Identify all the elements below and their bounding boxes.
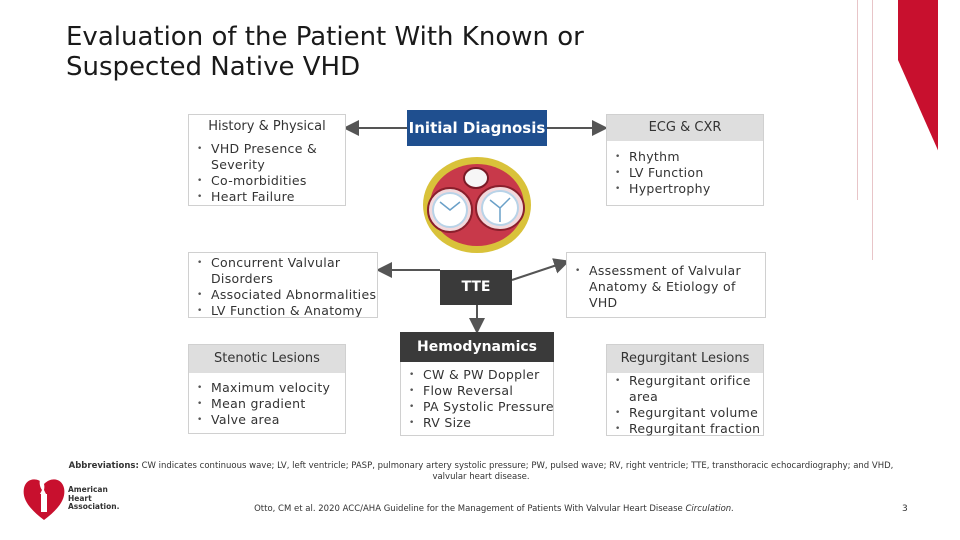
- history-physical-box: History & Physical VHD Presence & Severi…: [188, 114, 346, 206]
- heart-torch-icon: [23, 474, 65, 520]
- abbreviations-note: Abbreviations: CW indicates continuous w…: [66, 461, 896, 483]
- stenotic-list: Maximum velocity Mean gradient Valve are…: [191, 380, 351, 428]
- assessment-box: Assessment of Valvular Anatomy & Etiolog…: [566, 252, 766, 318]
- abbreviations-label: Abbreviations:: [68, 461, 139, 471]
- assessment-list: Assessment of Valvular Anatomy & Etiolog…: [569, 263, 759, 311]
- list-item: VHD Presence & Severity: [197, 141, 351, 173]
- aha-logo: American Heart Association.: [22, 470, 132, 522]
- citation-journal: Circulation.: [685, 504, 734, 514]
- list-item: Concurrent Valvular Disorders: [197, 255, 377, 287]
- history-list: VHD Presence & Severity Co-morbidities H…: [191, 141, 351, 205]
- list-item: LV Function: [615, 165, 769, 181]
- stenotic-lesions-box: Stenotic Lesions Maximum velocity Mean g…: [188, 344, 346, 434]
- list-item: Flow Reversal: [409, 383, 573, 399]
- concurrent-list: Concurrent Valvular Disorders Associated…: [191, 255, 377, 317]
- logo-line: American: [68, 485, 108, 494]
- list-item: Valve area: [197, 412, 351, 428]
- list-item: Rhythm: [615, 149, 769, 165]
- logo-line: Heart: [68, 493, 92, 503]
- heart-valve-illustration: [423, 157, 531, 253]
- regurgitant-list: Regurgitant orifice area Regurgitant vol…: [609, 373, 775, 437]
- decorative-line: [872, 0, 873, 260]
- list-item: Associated Abnormalities: [197, 287, 377, 303]
- list-item: Co-morbidities: [197, 173, 351, 189]
- list-item: Regurgitant volume: [615, 405, 775, 421]
- list-item: Hypertrophy: [615, 181, 769, 197]
- abbreviations-text: CW indicates continuous wave; LV, left v…: [141, 461, 894, 482]
- list-item: PA Systolic Pressure: [409, 399, 573, 415]
- regurgitant-lesions-box: Regurgitant Lesions Regurgitant orifice …: [606, 344, 764, 437]
- citation: Otto, CM et al. 2020 ACC/AHA Guideline f…: [234, 504, 754, 514]
- list-item: Assessment of Valvular Anatomy & Etiolog…: [575, 263, 759, 311]
- ecg-cxr-box: ECG & CXR Rhythm LV Function Hypertrophy: [606, 114, 764, 206]
- list-item: Regurgitant orifice area: [615, 373, 775, 405]
- concurrent-valvular-box: Concurrent Valvular Disorders Associated…: [188, 252, 378, 318]
- citation-text: Otto, CM et al. 2020 ACC/AHA Guideline f…: [254, 504, 683, 514]
- initial-diagnosis-box: Initial Diagnosis: [407, 110, 547, 146]
- page-number: 3: [902, 504, 908, 514]
- hemodynamics-box: Hemodynamics CW & PW Doppler Flow Revers…: [400, 332, 554, 436]
- hemodynamics-list: CW & PW Doppler Flow Reversal PA Systoli…: [403, 367, 573, 431]
- list-item: Mean gradient: [197, 396, 351, 412]
- list-item: Maximum velocity: [197, 380, 351, 396]
- aha-wordmark: American Heart Association.: [68, 485, 120, 512]
- ecg-cxr-header: ECG & CXR: [607, 115, 763, 141]
- hemodynamics-header: Hemodynamics: [400, 332, 554, 362]
- stenotic-header: Stenotic Lesions: [189, 345, 345, 373]
- regurgitant-header: Regurgitant Lesions: [607, 345, 763, 373]
- list-item: RV Size: [409, 415, 573, 431]
- red-corner-shape: [898, 0, 960, 540]
- list-item: LV Function & Anatomy: [197, 303, 377, 317]
- list-item: CW & PW Doppler: [409, 367, 573, 383]
- list-item: Heart Failure: [197, 189, 351, 205]
- list-item: Regurgitant fraction: [615, 421, 775, 437]
- page-title: Evaluation of the Patient With Known or …: [66, 22, 584, 82]
- ecg-list: Rhythm LV Function Hypertrophy: [609, 149, 769, 197]
- decorative-line: [857, 0, 858, 200]
- tte-box: TTE: [440, 270, 512, 305]
- history-physical-header: History & Physical: [189, 115, 345, 139]
- logo-line: Association.: [68, 502, 120, 511]
